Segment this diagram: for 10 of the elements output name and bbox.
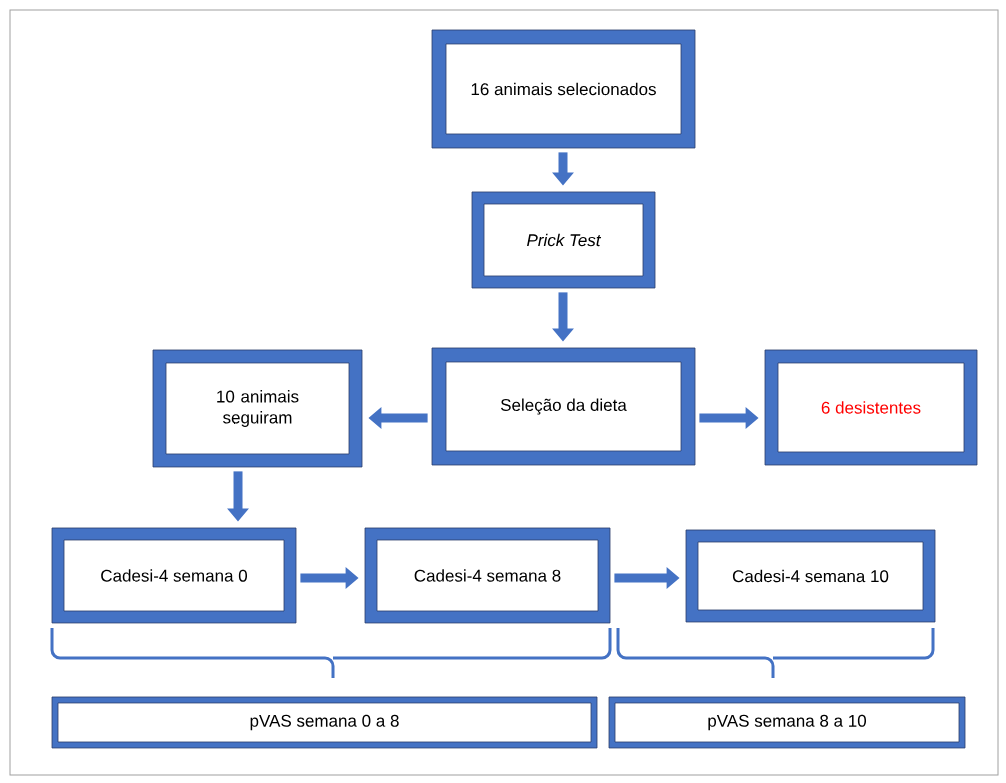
process-box: pVAS semana 0 a 8	[51, 696, 598, 749]
process-box: Seleção da dieta	[431, 347, 696, 466]
process-box: Cadesi-4 semana 10	[685, 529, 936, 623]
process-box: Cadesi-4 semana 8	[364, 527, 611, 624]
process-box: 6 desistentes	[764, 349, 978, 466]
process-box: pVAS semana 8 a 10	[608, 696, 966, 749]
process-box: 10 animais seguiram	[152, 349, 363, 468]
process-box: 16 animais selecionados	[431, 29, 696, 149]
process-box: Cadesi-4 semana 0	[51, 527, 297, 624]
process-box: Prick Test	[471, 191, 656, 289]
